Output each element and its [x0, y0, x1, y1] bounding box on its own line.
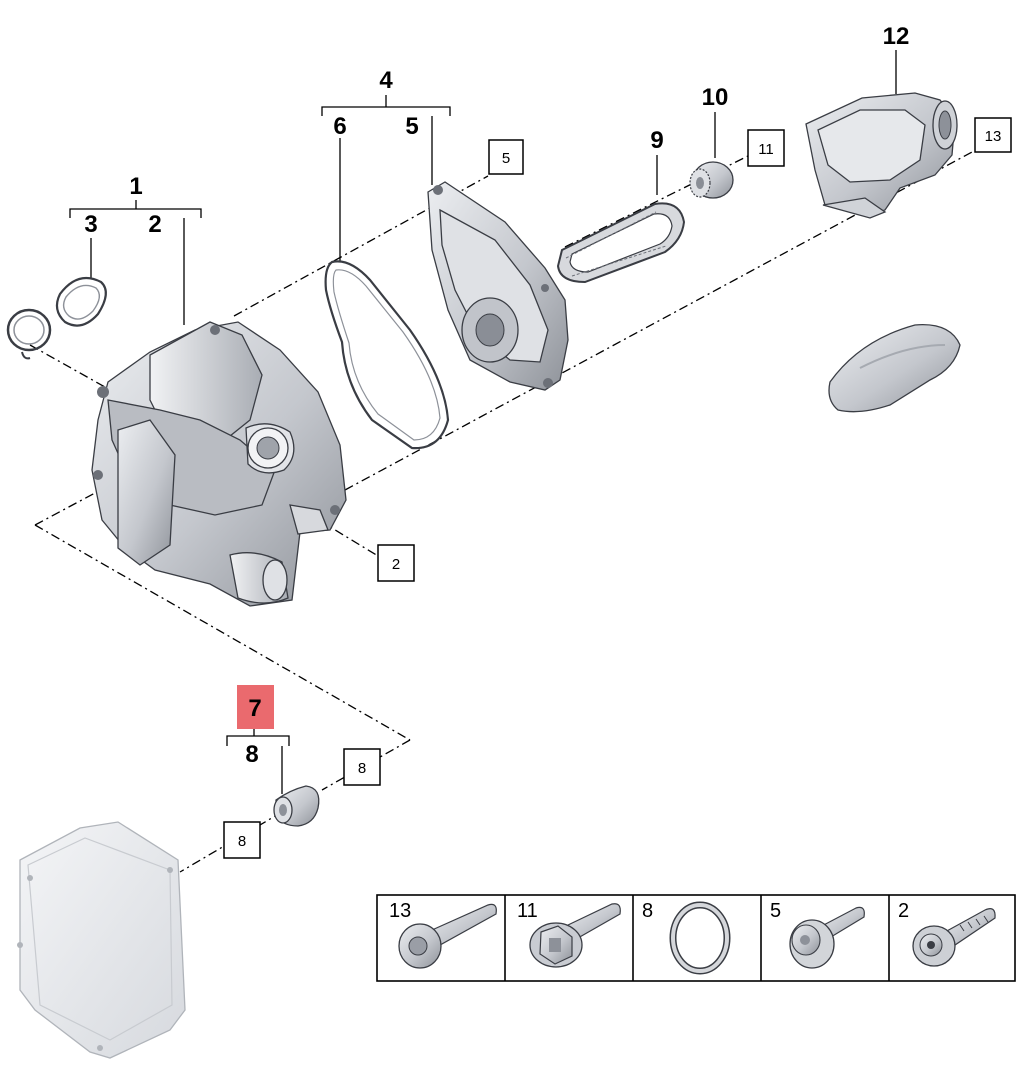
boxed-refs: 5 11 13 2 8 8	[223, 117, 1012, 859]
hex-flange-bolt-icon	[529, 903, 621, 968]
callout-5: 5	[405, 113, 418, 140]
water-pump-part-5[interactable]	[427, 181, 569, 391]
seal-ring-part-3a[interactable]	[6, 308, 52, 360]
o-ring-icon	[669, 901, 731, 975]
torx-screw-icon	[912, 908, 996, 967]
legend-cell-8[interactable]: 8	[642, 900, 731, 975]
ref-box-2[interactable]: 2	[377, 544, 415, 582]
legend-cell-11[interactable]: 11	[517, 900, 621, 968]
ref-box-11[interactable]: 11	[747, 129, 785, 167]
pump-housing-part-2[interactable]	[91, 321, 347, 607]
ref-box-8-lower-label: 8	[238, 833, 246, 850]
ref-box-2-label: 2	[392, 556, 400, 573]
legend-label-5: 5	[770, 900, 781, 922]
callout-7: 7	[248, 695, 261, 722]
callout-10: 10	[702, 84, 729, 111]
callout-12: 12	[883, 23, 910, 50]
legend-cell-2[interactable]: 2	[898, 900, 996, 967]
legend-label-13: 13	[389, 900, 411, 922]
toothed-belt-part-9[interactable]	[556, 202, 686, 284]
torx-bolt-icon	[398, 903, 497, 969]
ref-box-5-label: 5	[502, 150, 510, 167]
ref-box-13[interactable]: 13	[974, 117, 1012, 153]
cover-pad-part[interactable]	[828, 324, 961, 413]
ref-box-8-lower[interactable]: 8	[223, 821, 261, 859]
callout-6: 6	[333, 113, 346, 140]
oil-cooler-part[interactable]	[17, 821, 186, 1059]
legend-label-11: 11	[517, 900, 538, 922]
ref-box-8-upper[interactable]: 8	[343, 748, 381, 786]
callout-4: 4	[379, 67, 393, 94]
callout-labels: 1 3 2 4 6 5 9 10 12 8	[84, 23, 909, 768]
callout-8: 8	[245, 741, 258, 768]
gasket-part-6[interactable]	[324, 260, 450, 450]
callout-1: 1	[129, 173, 142, 200]
callout-2: 2	[148, 211, 161, 238]
o-ring-part-8[interactable]	[273, 785, 320, 827]
callout-7-highlight[interactable]: 7	[237, 685, 274, 729]
ref-box-13-label: 13	[985, 128, 1002, 145]
gasket-part-3[interactable]	[55, 276, 107, 327]
ref-box-8-upper-label: 8	[358, 760, 366, 777]
ref-box-5[interactable]: 5	[488, 139, 524, 175]
legend-label-8: 8	[642, 900, 653, 922]
sprocket-part-10[interactable]	[689, 161, 734, 199]
belt-cover-part-12[interactable]	[805, 92, 958, 219]
legend-cell-5[interactable]: 5	[770, 900, 865, 969]
flange-bolt-icon	[789, 906, 865, 969]
legend-cell-13[interactable]: 13	[389, 900, 497, 969]
ref-box-11-label: 11	[758, 141, 774, 158]
callout-brackets	[69, 50, 897, 794]
callout-9: 9	[650, 127, 663, 154]
fastener-legend: 13 11 8 5	[376, 894, 1016, 982]
callout-3: 3	[84, 211, 97, 238]
legend-label-2: 2	[898, 900, 909, 922]
highlight-box	[237, 685, 274, 729]
